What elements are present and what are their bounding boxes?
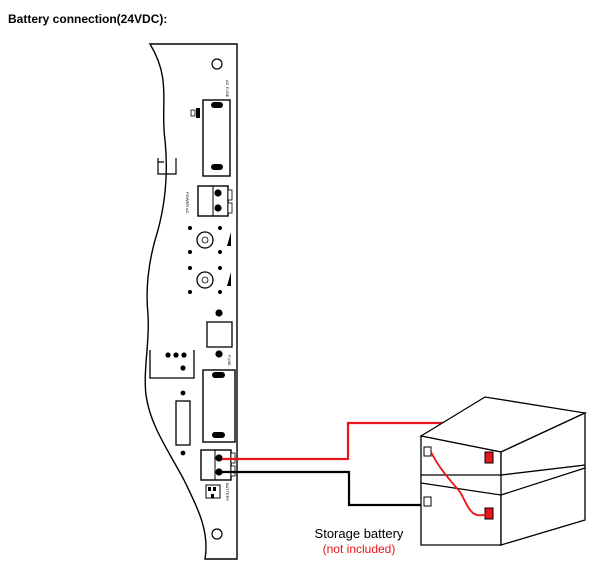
small-connector	[205, 484, 221, 499]
ac-fuse-holder: AC FUSE	[202, 80, 231, 177]
top-battery-positive-terminal	[484, 451, 494, 464]
side-connector	[149, 350, 195, 379]
ac-power-terminal: POWER AC	[185, 185, 233, 217]
battery-note: (not included)	[323, 542, 396, 556]
potentiometer-1	[188, 226, 231, 254]
battery-label: BATTERY	[225, 483, 230, 501]
battery-terminal-block: BATTERY	[200, 449, 236, 501]
mounting-hole-bottom	[211, 528, 223, 540]
jumper-bracket	[157, 158, 177, 175]
power-label: POWER AC	[185, 192, 190, 214]
vertical-resistor	[175, 390, 191, 456]
mounting-hole-top	[211, 58, 223, 70]
potentiometer-2	[188, 266, 231, 294]
series-link-wire	[430, 451, 488, 517]
ac-fuse-label: AC FUSE	[225, 80, 230, 98]
selector-switch	[190, 108, 200, 118]
relay-component	[206, 309, 233, 358]
fuse-label: FUSE	[227, 355, 232, 366]
bottom-battery-negative-terminal	[423, 496, 432, 507]
bottom-battery-positive-terminal	[484, 507, 494, 520]
top-battery-negative-terminal	[423, 446, 432, 457]
battery-caption: Storage battery	[315, 526, 404, 541]
negative-wire	[222, 470, 426, 507]
storage-battery	[419, 396, 588, 546]
page-title: Battery connection(24VDC):	[8, 12, 168, 26]
main-fuse-holder: FUSE	[202, 355, 236, 443]
